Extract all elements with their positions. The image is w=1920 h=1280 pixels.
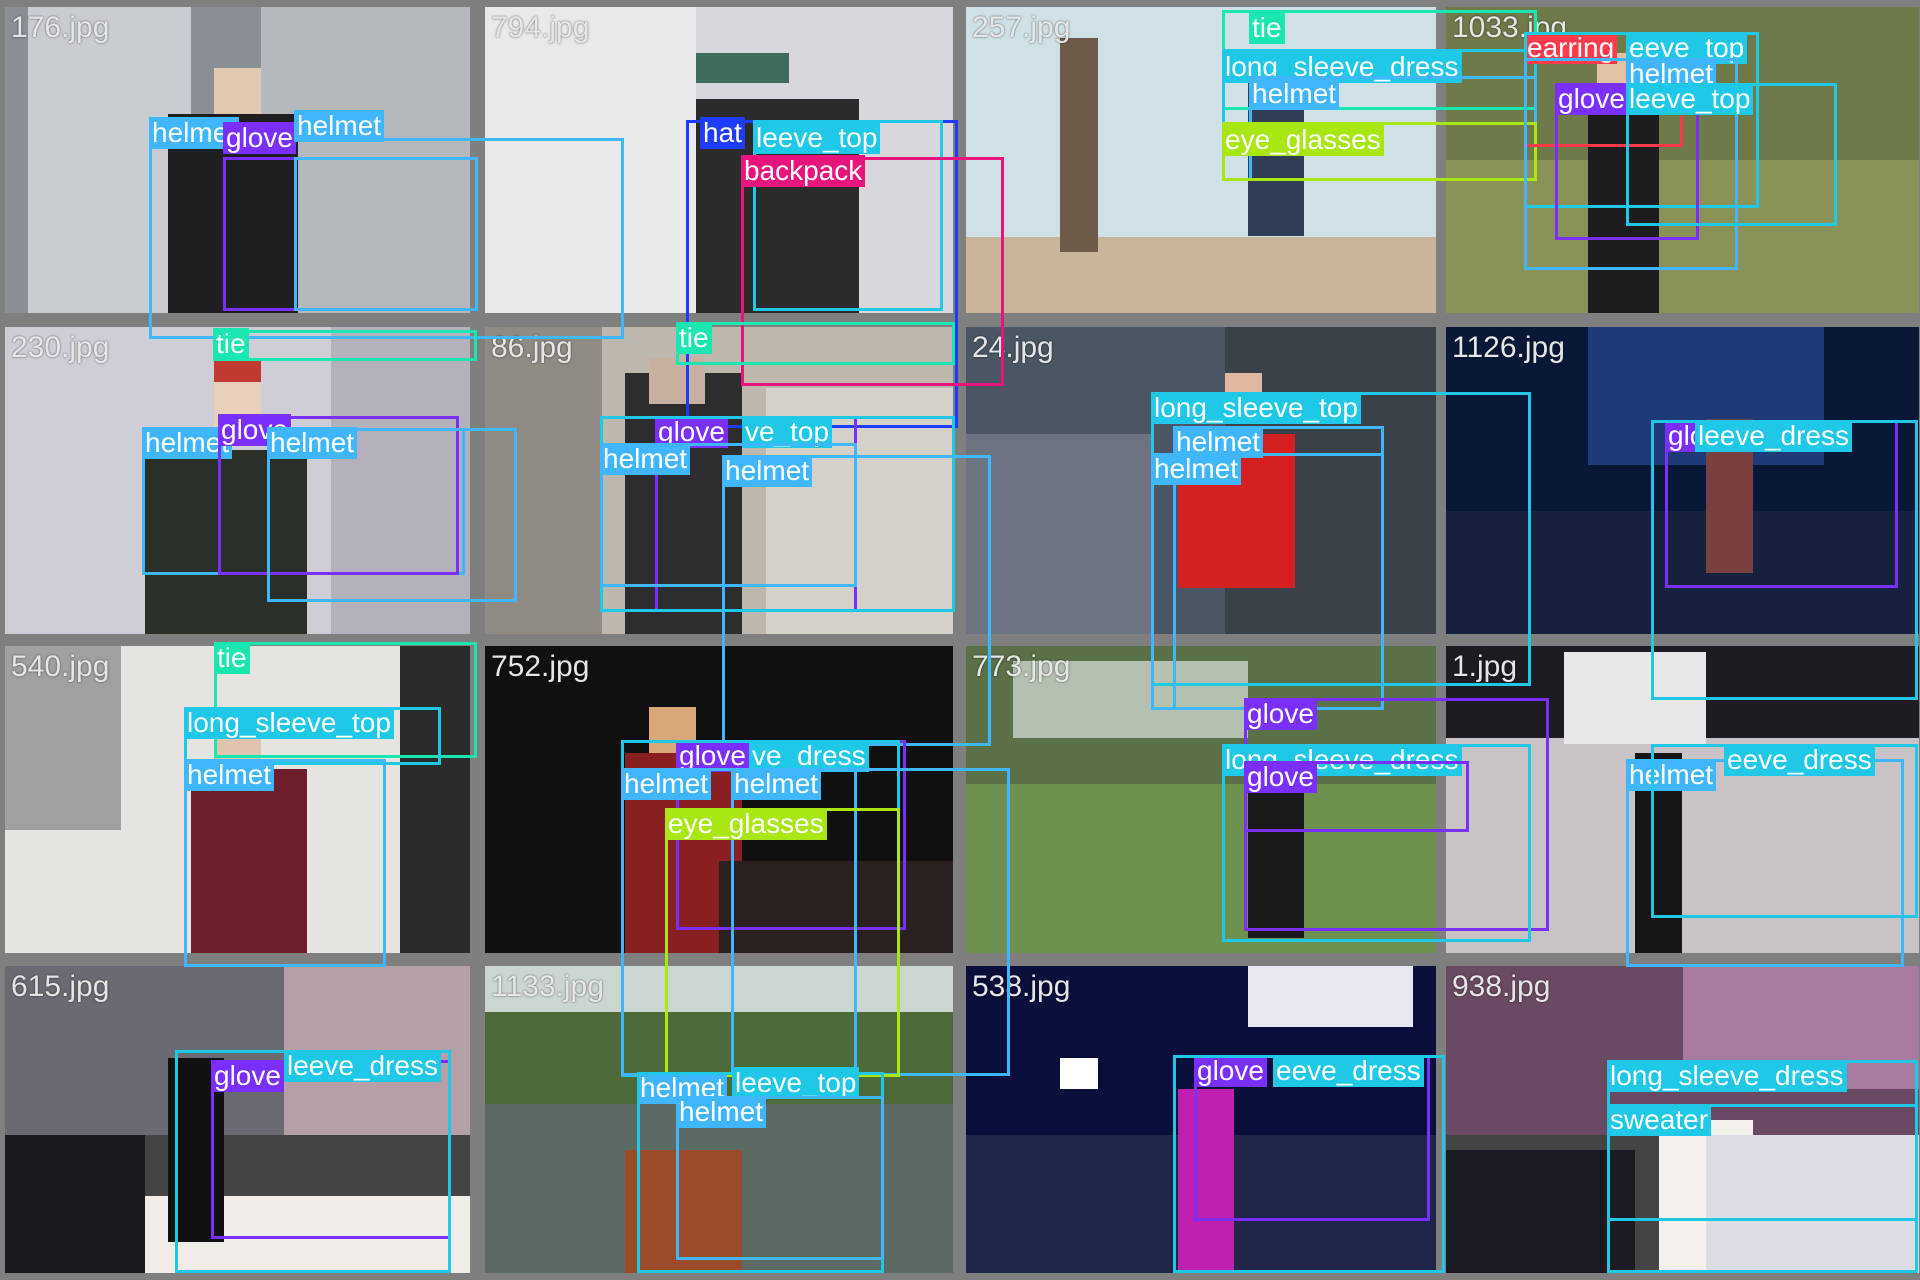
scene-shape: [966, 7, 1436, 237]
scene-shape: [214, 382, 261, 429]
scene-shape: [1248, 753, 1305, 938]
scene-shape: [719, 860, 953, 953]
scene-shape: [1635, 753, 1683, 953]
scene-shape: [5, 1134, 145, 1273]
scene-shape: [400, 646, 470, 953]
scene-shape: [1224, 373, 1263, 420]
scene-shape: [167, 114, 298, 313]
image-tile: 176.jpg: [5, 7, 470, 313]
scene-shape: [1248, 966, 1413, 1028]
scene-shape: [1446, 160, 1919, 313]
scene-shape: [695, 52, 790, 84]
scene-shape: [966, 784, 1436, 953]
scene-shape: [214, 357, 261, 383]
scene-shape: [284, 966, 470, 1135]
image-tile: 615.jpg: [5, 966, 470, 1273]
image-tile: 794.jpg: [485, 7, 953, 313]
scene-shape: [1597, 52, 1645, 99]
scene-shape: [648, 707, 696, 754]
scene-shape: [330, 327, 470, 634]
scene-shape: [1706, 419, 1754, 573]
scene-shape: [1060, 37, 1098, 252]
scene-shape: [1060, 1058, 1098, 1089]
image-tile: 1133.jpg: [485, 966, 953, 1273]
image-tile: 230.jpg: [5, 327, 470, 634]
scene-shape: [485, 327, 602, 634]
scene-shape: [1177, 1088, 1234, 1273]
image-tile: 1033.jpg: [1446, 7, 1919, 313]
image-tile: 257.jpg: [966, 7, 1436, 313]
scene-shape: [485, 1012, 953, 1105]
scene-shape: [1564, 652, 1707, 745]
scene-shape: [214, 68, 261, 115]
scene-shape: [1706, 1134, 1919, 1273]
image-tile: 1.jpg: [1446, 646, 1919, 953]
scene-shape: [625, 1150, 743, 1273]
scene-shape: [1446, 738, 1919, 953]
scene-shape: [167, 1058, 224, 1243]
image-tile: 752.jpg: [485, 646, 953, 953]
scene-shape: [485, 7, 696, 313]
scene-shape: [966, 236, 1436, 313]
scene-shape: [1013, 661, 1248, 739]
scene-shape: [1682, 966, 1919, 1089]
image-tile: 540.jpg: [5, 646, 470, 953]
scene-shape: [214, 722, 261, 769]
scene-shape: [1177, 434, 1295, 588]
scene-shape: [966, 434, 1154, 634]
scene-shape: [625, 373, 743, 634]
scene-shape: [765, 388, 953, 634]
image-tile: 1126.jpg: [1446, 327, 1919, 634]
scene-shape: [1446, 511, 1919, 634]
image-tile: 24.jpg: [966, 327, 1436, 634]
scene-shape: [695, 98, 860, 313]
scene-shape: [1587, 83, 1659, 313]
scene-shape: [648, 357, 705, 404]
scene-shape: [28, 7, 191, 313]
image-tile: 538.jpg: [966, 966, 1436, 1273]
scene-shape: [5, 646, 122, 831]
scene-shape: [191, 768, 308, 953]
scene-shape: [144, 449, 308, 634]
image-tile: 86.jpg: [485, 327, 953, 634]
image-tile: 938.jpg: [1446, 966, 1919, 1273]
image-tile: 773.jpg: [966, 646, 1436, 953]
scene-shape: [1248, 52, 1305, 237]
scene-shape: [1446, 1150, 1636, 1273]
